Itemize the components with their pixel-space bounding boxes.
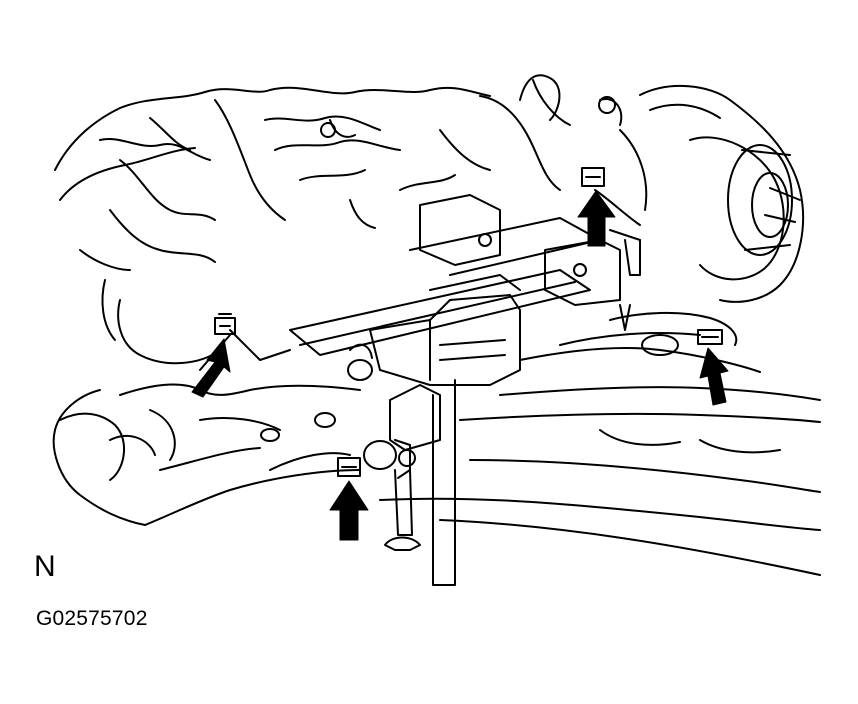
mount-nut-rear-right [697, 329, 723, 345]
wheel-hub-assembly [594, 84, 805, 303]
frame-rail-right [379, 304, 821, 576]
crossmember [289, 194, 621, 356]
indicator-arrows [191, 190, 729, 541]
view-direction-label: N [34, 550, 56, 583]
lower-arm-left [52, 279, 361, 526]
mount-nut-front-center [337, 457, 361, 477]
mount-nut-arrow-rear-left [191, 338, 231, 398]
mount-nut-front-right [581, 167, 605, 187]
transmission-support [347, 294, 521, 479]
mount-nut-arrow-front-center [329, 480, 369, 541]
jack-stand [384, 379, 456, 586]
engine-body-outline [54, 74, 571, 271]
figure-id-label: G02575702 [36, 607, 148, 630]
mount-nuts [214, 167, 723, 477]
mount-nut-rear-left [214, 313, 236, 335]
mount-nut-arrow-rear-right [699, 347, 729, 406]
mount-nut-arrow-front-right [577, 190, 616, 247]
